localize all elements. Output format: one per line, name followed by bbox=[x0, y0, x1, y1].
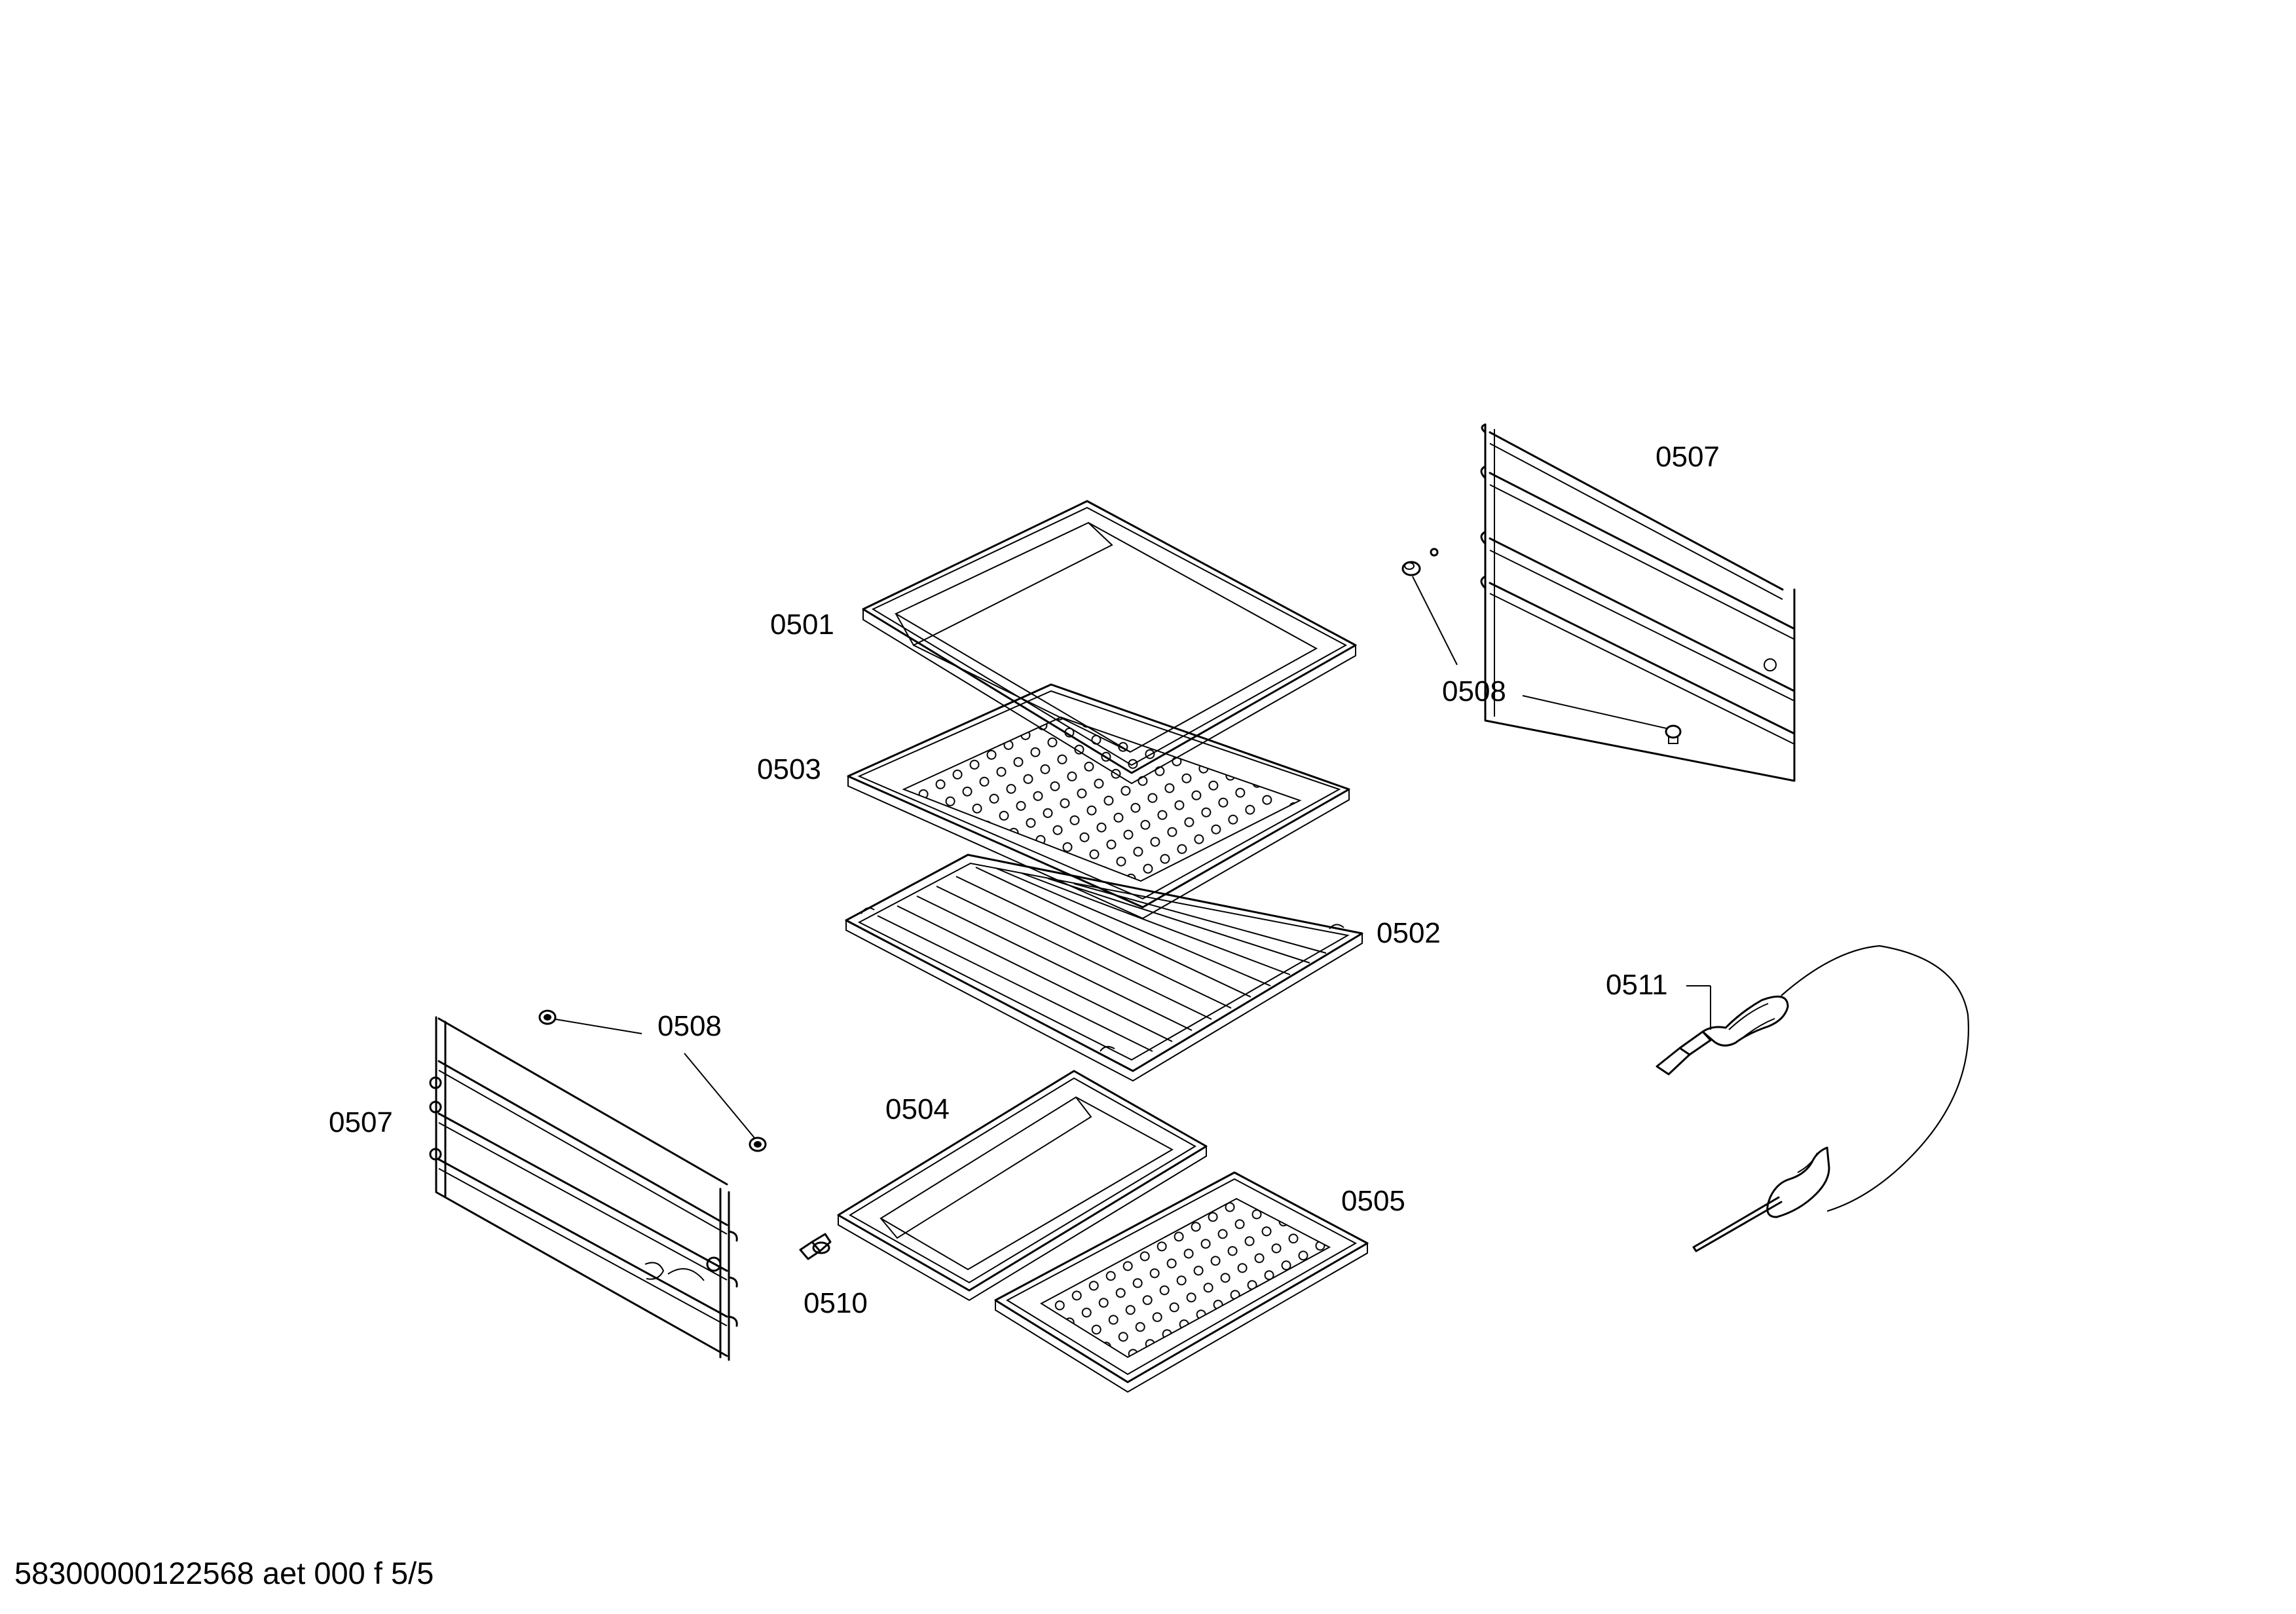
part-0502-wire-shelf bbox=[845, 854, 1363, 1082]
part-0507-left-side-rack bbox=[429, 1016, 738, 1361]
callout-0508-left: 0508 bbox=[657, 1010, 722, 1042]
part-0508-left-fasteners bbox=[538, 1009, 767, 1152]
callout-0503: 0503 bbox=[757, 753, 821, 785]
part-0508-right-fasteners bbox=[1401, 548, 1682, 744]
part-0507-right-side-rack bbox=[1480, 423, 1796, 782]
callout-0508-right: 0508 bbox=[1442, 675, 1506, 707]
callout-0504: 0504 bbox=[885, 1093, 950, 1125]
callout-0507-right: 0507 bbox=[1656, 441, 1720, 473]
callout-0501: 0501 bbox=[770, 609, 834, 641]
callout-0511: 0511 bbox=[1606, 969, 1668, 1001]
callout-0505: 0505 bbox=[1341, 1185, 1405, 1217]
part-0511-meat-probe bbox=[1656, 945, 1969, 1252]
part-0504-small-tray bbox=[837, 1070, 1208, 1302]
drawing-number-footer: 58300000122568 aet 000 f 5/5 bbox=[14, 1556, 434, 1590]
part-0510-screw bbox=[799, 1233, 832, 1260]
callout-0507-left: 0507 bbox=[329, 1106, 393, 1138]
part-0505-small-perforated-tray bbox=[994, 1171, 1369, 1393]
part-0503-perforated-tray bbox=[847, 683, 1350, 920]
leader-lines bbox=[555, 576, 1711, 1138]
callout-0510: 0510 bbox=[804, 1287, 868, 1319]
callout-0502: 0502 bbox=[1377, 917, 1441, 949]
